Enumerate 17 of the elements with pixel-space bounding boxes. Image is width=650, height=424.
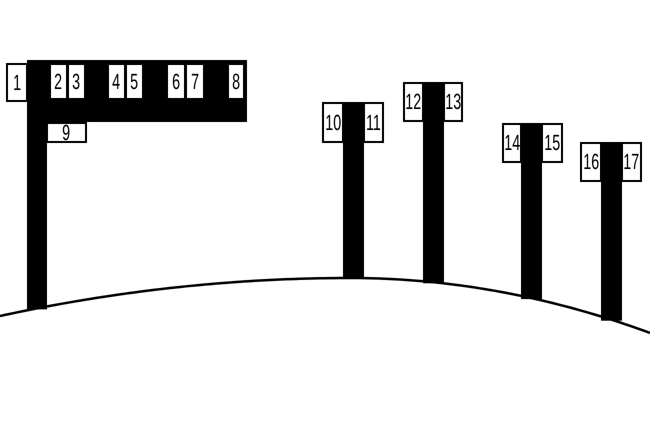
sign-panel: 5 [125,63,144,100]
sign-panel: 15 [541,123,563,163]
sign-panel: 8 [227,63,245,100]
sign-panel: 17 [621,142,642,182]
sign-panel: 7 [185,63,205,100]
sign-panel: 11 [363,102,384,143]
sign-panel: 9 [46,122,87,143]
sign-panel: 16 [580,142,602,182]
sign-panel: 10 [322,102,344,143]
sign-panel: 2 [49,63,68,100]
sign-panel: 13 [443,82,463,122]
sign-panel: 1 [6,63,28,102]
sign-panel: 14 [502,123,522,163]
sign-panel: 3 [67,63,86,100]
sign-panel: 12 [403,82,424,122]
sign-panel: 6 [166,63,186,100]
sign-panel: 4 [107,63,126,100]
